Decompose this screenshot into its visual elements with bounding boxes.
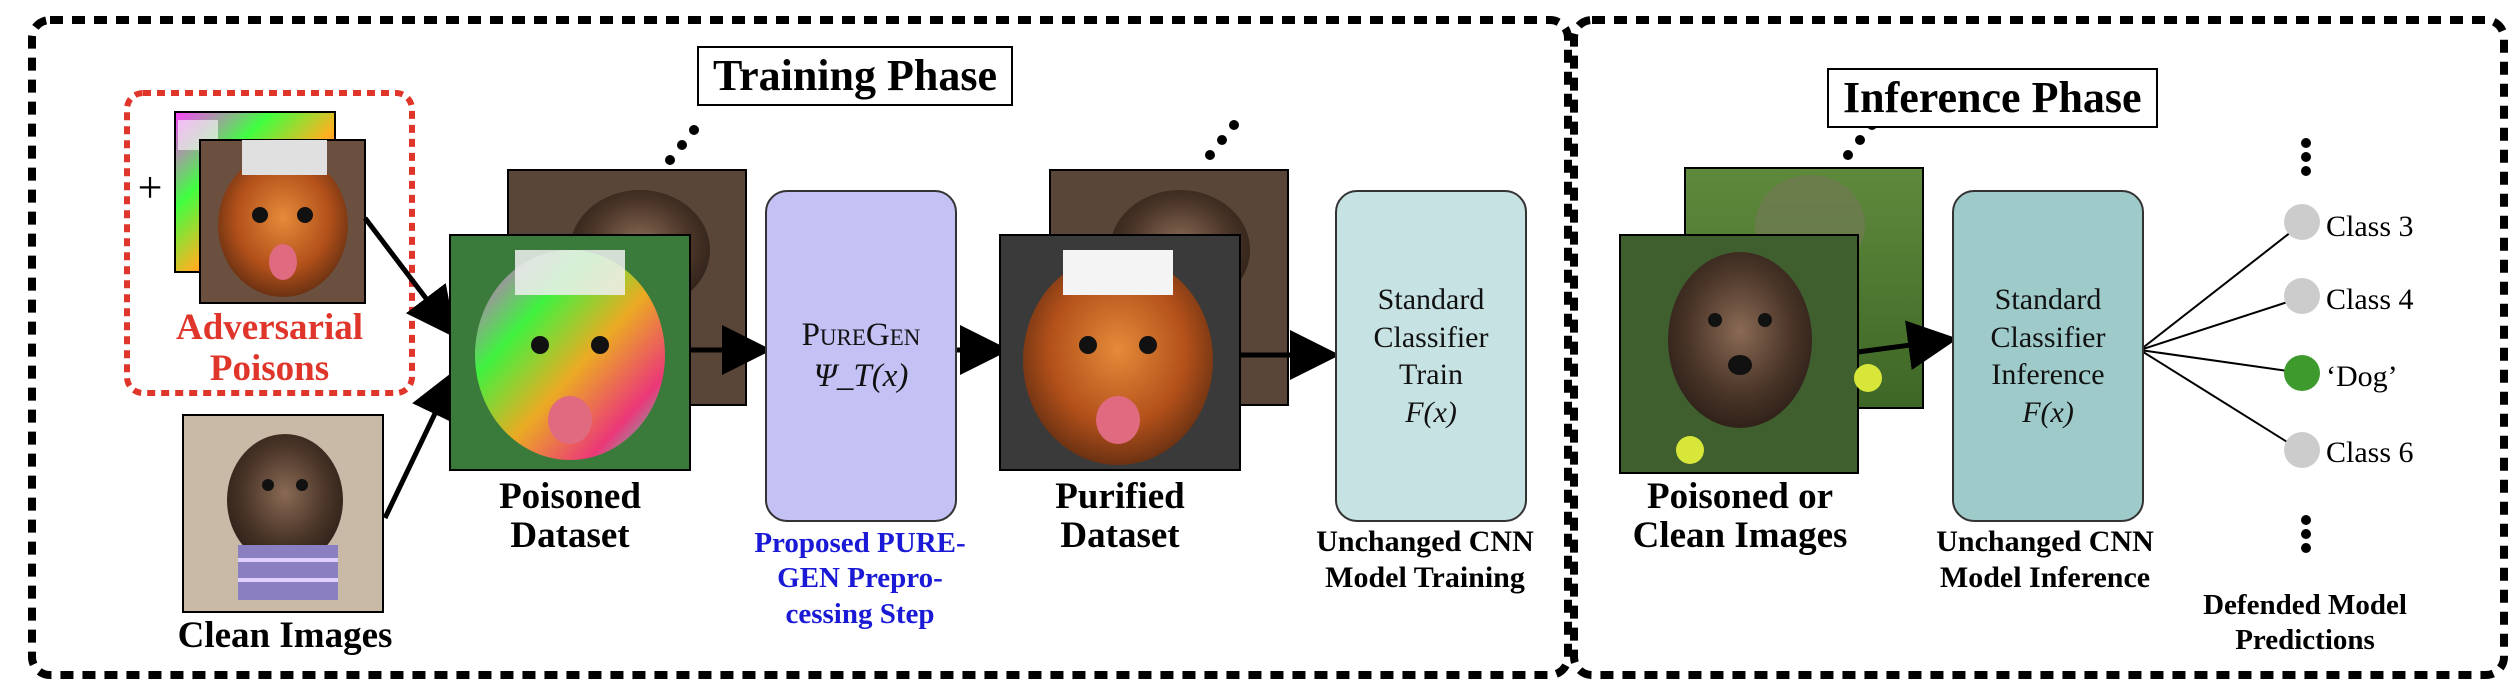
train-classifier-formula: F(x)	[1405, 395, 1457, 429]
class-4-dot	[2284, 278, 2320, 314]
puregen-box: PureGen Ψ_T(x)	[765, 190, 957, 522]
train-classifier-line3: Train	[1399, 358, 1463, 391]
proposed-step-label: Proposed PURE- GEN Prepro- cessing Step	[730, 526, 990, 632]
proposed-line2: GEN Prepro-	[777, 562, 943, 595]
poisoned-dataset-stack	[449, 169, 747, 471]
class-dots-top	[2301, 138, 2311, 176]
unchanged-training-line2: Model Training	[1325, 561, 1525, 594]
purified-dataset-label: Purified Dataset	[1010, 476, 1230, 556]
poisoned-dataset-label: Poisoned Dataset	[460, 476, 680, 556]
adversarial-label-line2: Poisons	[209, 347, 330, 389]
inference-classifier-box: Standard Classifier Inference F(x)	[1952, 190, 2144, 522]
inference-classifier-line2: Classifier	[1990, 320, 2106, 354]
defended-predictions-label: Defended Model Predictions	[2170, 588, 2440, 659]
class-4-label: Class 4	[2326, 283, 2414, 316]
puregen-formula: Ψ_T(x)	[813, 358, 909, 394]
poisoned-stack-dots	[665, 125, 699, 165]
unchanged-inference-line2: Model Inference	[1939, 561, 2151, 594]
inference-classifier-formula: F(x)	[2022, 395, 2074, 429]
plus-sign: +	[137, 163, 163, 212]
inference-phase-title: Inference Phase	[1827, 68, 2158, 129]
unchanged-training-label: Unchanged CNN Model Training	[1290, 524, 1560, 596]
adversarial-poisons-label: Adversarial Poisons	[132, 307, 407, 389]
predictions-line2: Predictions	[2235, 624, 2375, 657]
train-classifier-line2: Classifier	[1373, 320, 1489, 354]
predictions-line1: Defended Model	[2203, 589, 2407, 621]
poisoned-label-line2: Dataset	[510, 514, 630, 556]
arrow-adversarial-to-poisoned	[363, 216, 457, 338]
train-classifier-box: Standard Classifier Train F(x)	[1335, 190, 1527, 522]
prediction-fan-lines	[2139, 224, 2303, 451]
clean-dog-image	[182, 414, 384, 613]
class-dots-bottom	[2301, 515, 2311, 553]
inference-input-line2: Clean Images	[1632, 514, 1848, 556]
clean-images-label: Clean Images	[177, 615, 393, 656]
training-phase-title: Training Phase	[697, 46, 1014, 107]
adversarial-label-line1: Adversarial	[175, 307, 364, 348]
inference-input-line1: Poisoned or	[1646, 476, 1834, 517]
train-classifier-line1: Standard	[1377, 283, 1485, 316]
inference-classifier-line1: Standard	[1994, 283, 2102, 316]
arrow-inference-to-classifier	[1857, 320, 1958, 371]
class-dog-dot	[2284, 355, 2320, 391]
unchanged-inference-line1: Unchanged CNN	[1936, 525, 2154, 558]
puregen-title: PureGen	[801, 316, 921, 353]
inference-phase-frame	[1570, 16, 2508, 679]
class-dog-label: ‘Dog’	[2326, 360, 2398, 393]
inference-classifier-line3: Inference	[1991, 358, 2105, 391]
purified-dataset-stack	[999, 169, 1289, 471]
purified-stack-dots	[1205, 120, 1239, 160]
proposed-line3: cessing Step	[785, 597, 935, 630]
class-6-label: Class 6	[2326, 436, 2414, 469]
inference-images-label: Poisoned or Clean Images	[1600, 476, 1880, 556]
inference-images-stack	[1619, 167, 1924, 474]
training-phase-frame	[28, 16, 1572, 679]
class-6-dot	[2284, 432, 2320, 468]
purified-label-line2: Dataset	[1060, 514, 1180, 556]
proposed-line1: Proposed PURE-	[754, 527, 966, 559]
class-3-label: Class 3	[2326, 210, 2414, 243]
class-3-dot	[2284, 204, 2320, 240]
poisoned-label-line1: Poisoned	[499, 476, 641, 517]
arrow-clean-to-poisoned	[382, 368, 458, 520]
adversarial-poisons-frame	[124, 90, 415, 396]
purified-label-line1: Purified	[1055, 476, 1185, 517]
unchanged-inference-label: Unchanged CNN Model Inference	[1910, 524, 2180, 596]
adversarial-dog-image	[199, 139, 366, 304]
unchanged-training-line1: Unchanged CNN	[1316, 525, 1534, 558]
